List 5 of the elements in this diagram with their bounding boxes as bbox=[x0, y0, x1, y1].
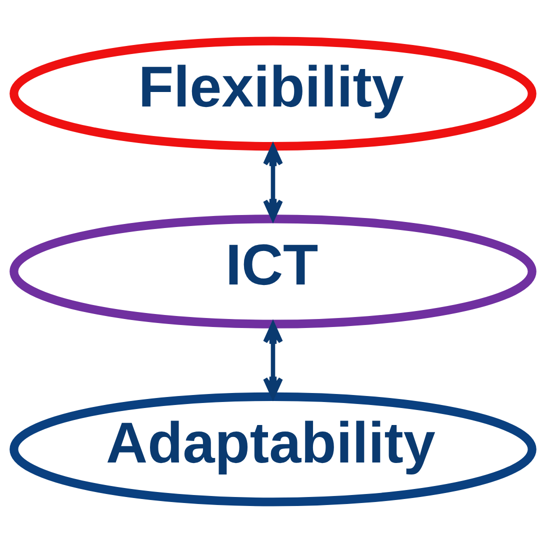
node-ellipse: Adaptability bbox=[10, 392, 536, 506]
node-ellipse: ICT bbox=[10, 214, 536, 328]
node-ellipse: Flexibility bbox=[10, 36, 536, 151]
arrow bbox=[263, 144, 283, 220]
arrow bbox=[263, 322, 283, 398]
